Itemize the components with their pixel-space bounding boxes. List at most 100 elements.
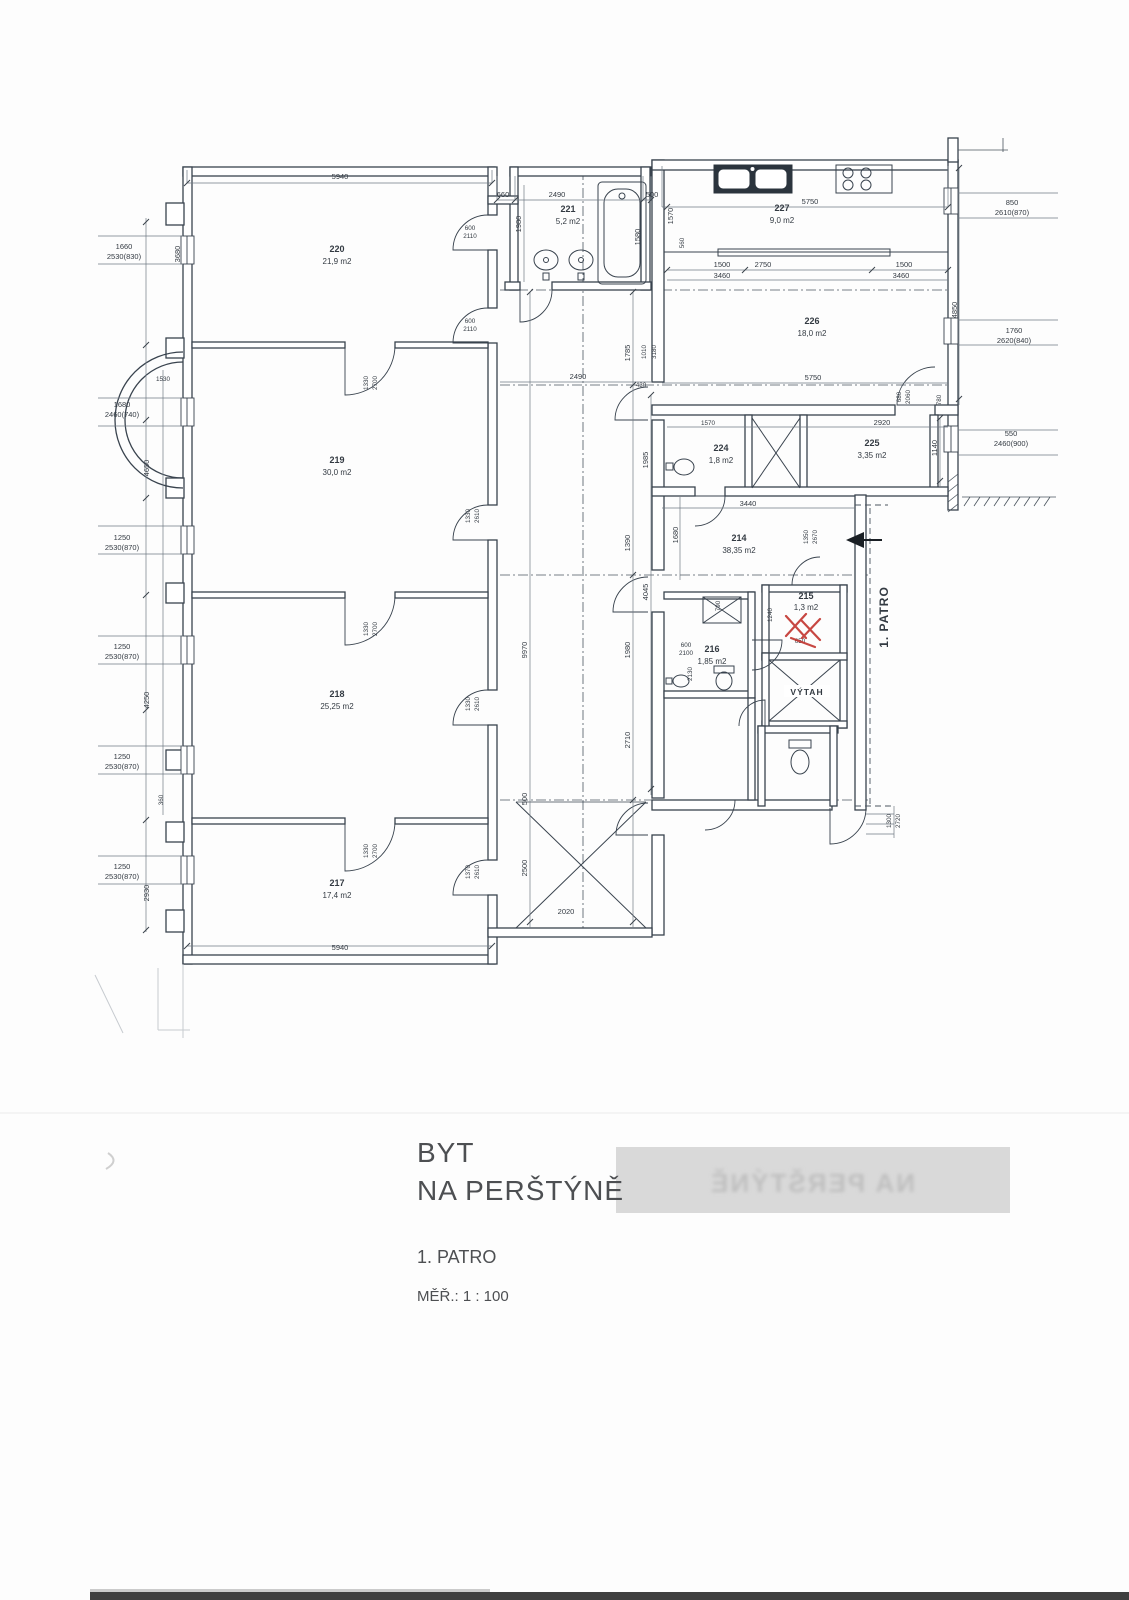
room-labels: 220 21,9 m2 221 5,2 m2 227 9,0 m2 226 18… <box>320 203 891 900</box>
elevator-label-bg <box>784 685 830 697</box>
dim-text: 2710 <box>623 732 632 749</box>
door-swings <box>344 214 936 896</box>
dim-text: 2530(870) <box>105 762 140 771</box>
arrow-annotation <box>846 532 882 548</box>
dim-text: 2930 <box>142 885 151 902</box>
dim-text: 2620(840) <box>997 336 1032 345</box>
dim-text: 9970 <box>520 642 529 659</box>
dim-text: 1980 <box>514 216 523 233</box>
dim-text: 1390 <box>623 535 632 552</box>
dim-text: 2530(870) <box>105 652 140 661</box>
room-number: 226 <box>804 316 819 326</box>
dim-text: 1985 <box>641 452 650 469</box>
dimension-ticks <box>142 164 963 950</box>
dim-text: 2020 <box>558 907 575 916</box>
dim-text: 1350 <box>803 530 810 545</box>
dim-text: 5940 <box>332 172 349 181</box>
room-number: 219 <box>329 455 344 465</box>
title-line-2: NA PERŠTÝNĚ <box>417 1175 624 1206</box>
dim-text: 1330 <box>363 376 370 391</box>
dim-text: 4650 <box>142 460 151 477</box>
dim-text: 2110 <box>463 326 477 333</box>
room-number: 214 <box>731 533 746 543</box>
dim-text: 2920 <box>874 418 891 427</box>
dim-text: 1330 <box>465 509 472 524</box>
dim-text: 1580 <box>633 229 642 246</box>
toilet-216-icon <box>665 665 735 691</box>
dim-text: 2130 <box>687 667 694 682</box>
dim-text: 780 <box>936 394 943 405</box>
dashed-boundary <box>855 504 892 807</box>
dim-text: 5940 <box>332 943 349 952</box>
dim-text: 2670 <box>812 530 819 545</box>
title-scale: MĚŘ.: 1 : 100 <box>417 1288 509 1305</box>
dim-text: 1010 <box>641 345 648 360</box>
dim-text: 1680 <box>114 400 131 409</box>
toilet-wc-icon <box>788 739 812 775</box>
dim-text: 2750 <box>755 260 772 269</box>
dim-text: 1530 <box>156 376 171 383</box>
dim-text: 5750 <box>802 197 819 206</box>
walls <box>165 137 959 965</box>
dim-text: 680 <box>896 391 903 402</box>
room-number: 224 <box>713 443 728 453</box>
red-pen-marks <box>784 612 822 649</box>
dim-text: 5750 <box>805 373 822 382</box>
dim-text: 500 <box>646 190 659 199</box>
dim-text: 1250 <box>114 533 131 542</box>
bathtub-icon <box>597 181 647 285</box>
windows <box>180 187 959 885</box>
dim-text: 1250 <box>114 752 131 761</box>
kitchen-sink-icon <box>713 164 793 194</box>
dim-text: 1660 <box>116 242 133 251</box>
dim-text: 1760 <box>1006 326 1023 335</box>
dim-text: 2700 <box>372 622 379 637</box>
dim-text: 2610(870) <box>995 208 1030 217</box>
dim-text: 1785 <box>623 345 632 362</box>
dim-text: 2490 <box>570 372 587 381</box>
title-line-1: BYT <box>417 1137 474 1168</box>
room-area: 18,0 m2 <box>798 329 827 338</box>
dim-text: 1250 <box>114 642 131 651</box>
dim-text: 1140 <box>930 440 939 456</box>
room-area: 1,3 m2 <box>794 603 819 612</box>
dim-text: 2720 <box>895 814 902 829</box>
dim-text: 500 <box>520 793 529 806</box>
dim-text: 4045 <box>641 584 650 601</box>
dim-text: 4250 <box>142 692 151 709</box>
room-area: 9,0 m2 <box>770 216 795 225</box>
dimension-texts: 5940 660 2490 500 5750 1980 1580 600 211… <box>105 172 1032 952</box>
dim-text: 2610 <box>474 509 481 524</box>
shaft-cross <box>751 417 801 489</box>
dim-text: 1500 <box>896 260 913 269</box>
room-number: 215 <box>798 591 813 601</box>
dim-text: 2530(830) <box>107 252 142 261</box>
dim-text: 1250 <box>114 862 131 871</box>
dim-text: 2530(870) <box>105 543 140 552</box>
elevator-label: VÝTAH <box>790 686 823 697</box>
stair-void-cross <box>515 801 647 929</box>
room-area: 38,35 m2 <box>722 546 756 555</box>
dim-text: 3460 <box>714 271 731 280</box>
room-area: 1,8 m2 <box>709 456 734 465</box>
dim-text: 2060 <box>905 390 912 405</box>
dim-text: 2460(740) <box>105 410 140 419</box>
dim-text: 2700 <box>372 376 379 391</box>
scan-artifacts <box>0 1112 1129 1600</box>
dim-text: 1330 <box>363 622 370 637</box>
hatching <box>947 138 1056 513</box>
dim-text: 1240 <box>767 608 774 623</box>
dim-text: 2110 <box>463 233 477 240</box>
dim-text: 550 <box>1005 429 1018 438</box>
stove-icon <box>835 164 893 194</box>
dim-text: 1680 <box>671 527 680 544</box>
washbasin-224-icon <box>665 458 695 476</box>
bleed-through-text: NA PERŠTÝNĚ <box>709 1168 915 1198</box>
dim-text: 2490 <box>549 190 566 199</box>
room-area: 21,9 m2 <box>323 257 352 266</box>
dimension-lines <box>98 166 1058 947</box>
scan-smudge <box>105 1152 115 1170</box>
room-area: 1,85 m2 <box>698 657 727 666</box>
